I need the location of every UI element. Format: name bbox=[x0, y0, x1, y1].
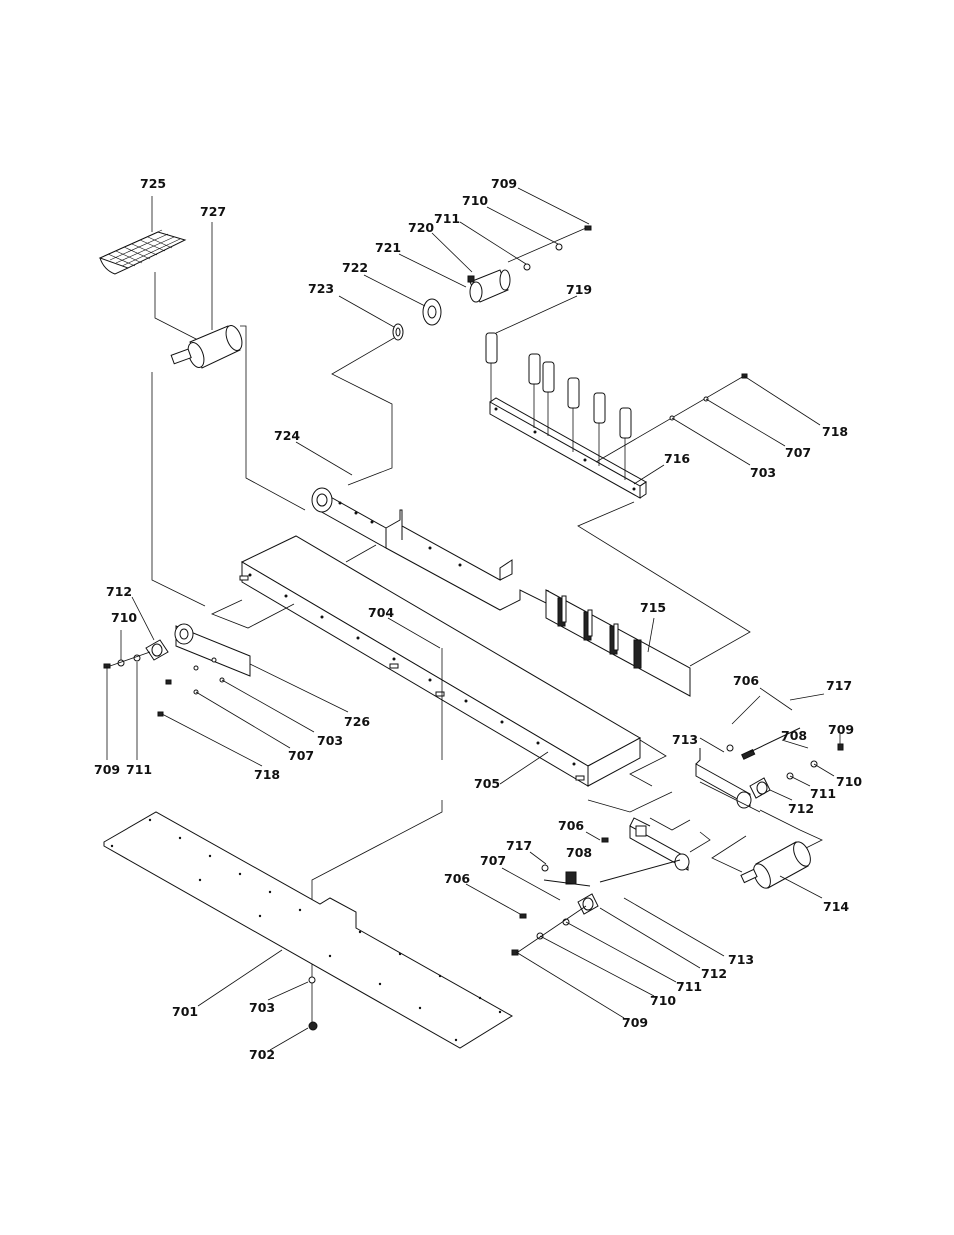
callout-718-left: 718 bbox=[254, 767, 280, 782]
callout-714: 714 bbox=[823, 899, 849, 914]
callout-710-motor: 710 bbox=[462, 193, 488, 208]
callout-722: 722 bbox=[342, 260, 368, 275]
callout-707-bracket: 707 bbox=[785, 445, 811, 460]
callout-724: 724 bbox=[274, 428, 300, 443]
callout-708-lower: 708 bbox=[566, 845, 592, 860]
callout-719: 719 bbox=[566, 282, 592, 297]
callout-715: 715 bbox=[640, 600, 666, 615]
callout-717-upper: 717 bbox=[826, 678, 852, 693]
callout-713-lower: 713 bbox=[728, 952, 754, 967]
callout-711-motor: 711 bbox=[434, 211, 460, 226]
callout-711-left: 711 bbox=[126, 762, 152, 777]
callout-726: 726 bbox=[344, 714, 370, 729]
callout-711-lower: 711 bbox=[676, 979, 702, 994]
bottom-pan-drawing bbox=[104, 812, 512, 1050]
callout-723: 723 bbox=[308, 281, 334, 296]
right-tensioner-upper-drawing bbox=[696, 688, 843, 852]
callout-709-left: 709 bbox=[94, 762, 120, 777]
callout-711-upper: 711 bbox=[810, 786, 836, 801]
callout-704: 704 bbox=[368, 605, 394, 620]
callout-725: 725 bbox=[140, 176, 166, 191]
callout-710-lower: 710 bbox=[650, 993, 676, 1008]
callout-713-upper: 713 bbox=[672, 732, 698, 747]
callout-707-left: 707 bbox=[288, 748, 314, 763]
callout-706-upper: 706 bbox=[733, 673, 759, 688]
callout-706-mid: 706 bbox=[558, 818, 584, 833]
callout-703-left: 703 bbox=[317, 733, 343, 748]
callout-712-left: 712 bbox=[106, 584, 132, 599]
callout-709-upper: 709 bbox=[828, 722, 854, 737]
callout-710-left: 710 bbox=[111, 610, 137, 625]
callout-701: 701 bbox=[172, 1004, 198, 1019]
callout-709-motor: 709 bbox=[491, 176, 517, 191]
callout-705: 705 bbox=[474, 776, 500, 791]
tail-roller-drawing bbox=[712, 836, 822, 898]
callout-727: 727 bbox=[200, 204, 226, 219]
callout-703-bracket: 703 bbox=[750, 465, 776, 480]
callout-707-lower: 707 bbox=[480, 853, 506, 868]
callout-720: 720 bbox=[408, 220, 434, 235]
callout-717-lower: 717 bbox=[506, 838, 532, 853]
callout-716: 716 bbox=[664, 451, 690, 466]
callout-718-bracket: 718 bbox=[822, 424, 848, 439]
callout-706-lower: 706 bbox=[444, 871, 470, 886]
callout-709-lower: 709 bbox=[622, 1015, 648, 1030]
callout-703-pan: 703 bbox=[249, 1000, 275, 1015]
belt-drawing bbox=[100, 196, 198, 340]
callout-712-upper: 712 bbox=[788, 801, 814, 816]
callout-702: 702 bbox=[249, 1047, 275, 1062]
callout-708-upper: 708 bbox=[781, 728, 807, 743]
callout-712-lower: 712 bbox=[701, 966, 727, 981]
callout-721: 721 bbox=[375, 240, 401, 255]
guide-plate-drawing bbox=[546, 590, 690, 696]
callout-710-upper: 710 bbox=[836, 774, 862, 789]
callout-labels: 725 727 709 710 711 720 721 722 723 719 … bbox=[94, 176, 862, 1062]
